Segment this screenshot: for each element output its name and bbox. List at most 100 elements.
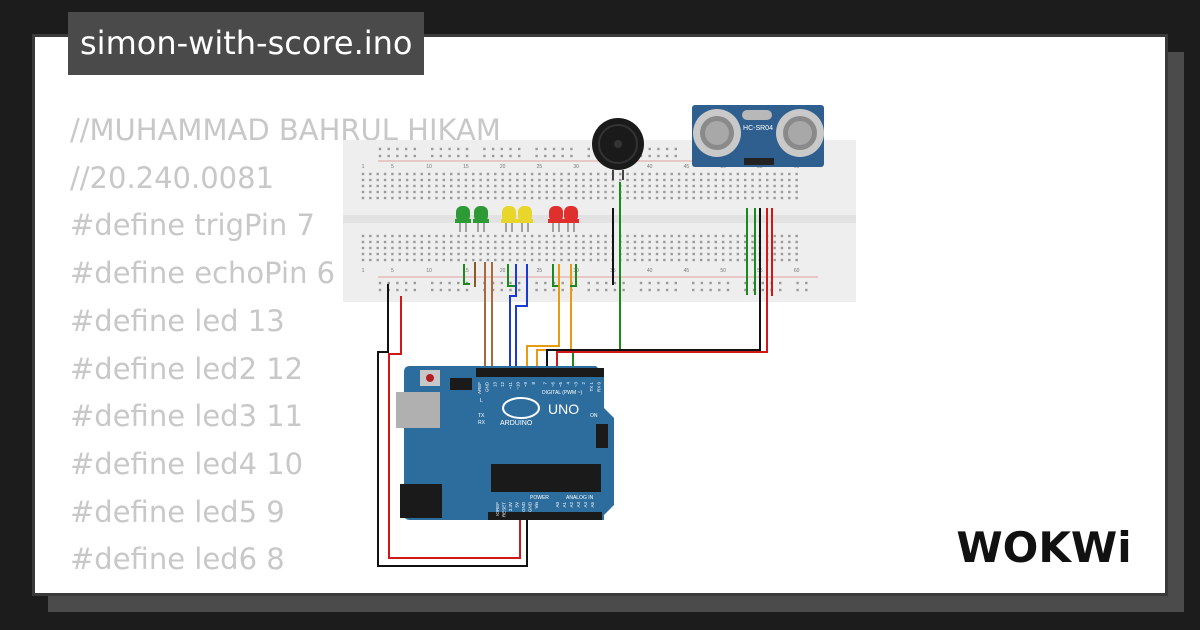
sensor-label: HC-SR04 bbox=[743, 125, 773, 132]
power-jack bbox=[400, 484, 442, 518]
digital-pin-label: 2 bbox=[581, 382, 586, 385]
breadboard-column-number: 5 bbox=[391, 164, 394, 170]
wire-black-sensor-gnd bbox=[546, 208, 761, 370]
wokwi-logo-text: WOKWi bbox=[956, 523, 1131, 572]
digital-pin-label: 8 bbox=[531, 382, 536, 385]
led[interactable] bbox=[517, 206, 533, 232]
power-pin-label: 5V bbox=[515, 502, 520, 508]
digital-pin-label: 13 bbox=[492, 382, 497, 388]
breadboard-column-number: 25 bbox=[537, 268, 543, 274]
wire-black-gnd bbox=[377, 284, 528, 567]
code-line: //20.240.0081 bbox=[70, 160, 275, 195]
digital-header bbox=[476, 368, 604, 377]
power-pin-label: GND bbox=[528, 501, 533, 512]
digital-pin-label: ~9 bbox=[523, 382, 528, 388]
l-led-label: L bbox=[480, 398, 483, 404]
code-line: #define led6 8 bbox=[70, 542, 285, 577]
tx-led-label: TX bbox=[478, 413, 485, 419]
breadboard-column-number: 30 bbox=[573, 164, 579, 170]
board-brand-label: ARDUINO bbox=[500, 420, 533, 427]
icsp-header bbox=[450, 378, 472, 390]
breadboard-column-number: 40 bbox=[647, 268, 653, 274]
led[interactable] bbox=[548, 206, 564, 232]
led[interactable] bbox=[501, 206, 517, 232]
breadboard-column-number: 15 bbox=[463, 164, 469, 170]
digital-pin-label: GND bbox=[485, 381, 490, 392]
wire-red-sensor-vcc bbox=[556, 208, 768, 370]
power-analog-header bbox=[488, 512, 602, 520]
code-line: #define buzzer 2 bbox=[70, 584, 501, 593]
digital-pin-label: ~6 bbox=[550, 382, 555, 388]
breadboard-column-number: 20 bbox=[500, 268, 506, 274]
breadboard-column-number: 25 bbox=[537, 164, 543, 170]
digital-pin-label: ~11 bbox=[508, 382, 513, 390]
buzzer[interactable] bbox=[592, 118, 644, 180]
breadboard-column-number: 20 bbox=[500, 164, 506, 170]
on-led-label: ON bbox=[590, 413, 598, 419]
wire-blue-11 bbox=[509, 264, 517, 370]
digital-pin-label: 12 bbox=[500, 382, 505, 388]
code-line: #define led5 9 bbox=[70, 494, 285, 529]
breadboard-column-number: 40 bbox=[647, 164, 653, 170]
breadboard-column-number: 5 bbox=[391, 268, 394, 274]
arduino-infinity-logo bbox=[502, 397, 540, 419]
digital-pin-label: TX 1 bbox=[589, 382, 594, 392]
analog-pin-label: A2 bbox=[569, 502, 574, 508]
breadboard-column-number: 10 bbox=[426, 164, 432, 170]
wire-green-led1 bbox=[463, 264, 470, 285]
breadboard-center-channel bbox=[343, 215, 856, 223]
digital-pin-label: ~10 bbox=[516, 382, 521, 390]
wire-blue-10 bbox=[515, 264, 528, 370]
power-pin-label: GND bbox=[521, 501, 526, 512]
code-line: #define led2 12 bbox=[70, 351, 304, 386]
buzzer-ring bbox=[598, 124, 638, 164]
wire-green-led2 bbox=[507, 264, 516, 287]
power-pin-label: RESET bbox=[502, 502, 507, 517]
analog-header-label: ANALOG IN bbox=[566, 495, 594, 501]
code-line: #define led3 11 bbox=[70, 399, 304, 434]
digital-pin-label: AREF bbox=[477, 382, 482, 394]
analog-pin-label: A1 bbox=[562, 502, 567, 508]
analog-pin-label: A4 bbox=[583, 502, 588, 508]
digital-header-label: DIGITAL (PWM ~) bbox=[542, 390, 582, 396]
icsp-header-2 bbox=[596, 424, 608, 448]
breadboard-column-number: 1 bbox=[362, 268, 365, 274]
rx-led-label: RX bbox=[478, 420, 486, 426]
digital-pin-label: RX 0 bbox=[597, 382, 602, 393]
breadboard-column-number: 45 bbox=[684, 164, 690, 170]
breadboard-column-number: 60 bbox=[794, 268, 800, 274]
wokwi-logo: WOKWi bbox=[956, 523, 1131, 572]
arduino-uno[interactable]: UNO ARDUINO DIGITAL (PWM ~) POWER ANALOG… bbox=[396, 366, 614, 520]
led[interactable] bbox=[455, 206, 471, 232]
analog-pin-label: A0 bbox=[555, 502, 560, 508]
breadboard-column-number: 10 bbox=[426, 268, 432, 274]
led[interactable] bbox=[473, 206, 489, 232]
wire-green-led3 bbox=[552, 264, 559, 287]
led[interactable] bbox=[563, 206, 579, 232]
buzzer-hole bbox=[614, 140, 622, 148]
power-header-label: POWER bbox=[530, 495, 549, 501]
power-pin-label: Vin bbox=[534, 502, 539, 509]
wire-orange-9 bbox=[526, 264, 560, 370]
analog-pin-label: A3 bbox=[576, 502, 581, 508]
breadboard-column-number: 15 bbox=[463, 268, 469, 274]
ultrasonic-sensor[interactable]: HC-SR04 bbox=[692, 105, 824, 167]
code-line: #define led 13 bbox=[70, 303, 285, 338]
project-title: simon-with-score.ino bbox=[68, 12, 425, 75]
analog-pin-label: A5 bbox=[590, 502, 595, 508]
code-line: #define trigPin 7 bbox=[70, 208, 315, 243]
sensor-crystal bbox=[742, 110, 772, 120]
code-line: #define echoPin 6 bbox=[70, 256, 336, 291]
digital-pin-label: 4 bbox=[566, 382, 571, 385]
atmega-chip bbox=[491, 464, 601, 492]
breadboard-column-number: 1 bbox=[362, 164, 365, 170]
power-pin-label: 3.3V bbox=[508, 502, 513, 511]
breadboard-column-number: 45 bbox=[684, 268, 690, 274]
reset-button bbox=[426, 374, 434, 382]
wire-red-5v bbox=[388, 296, 521, 559]
digital-pin-label: ~3 bbox=[573, 382, 578, 388]
digital-pin-label: 7 bbox=[543, 382, 548, 385]
